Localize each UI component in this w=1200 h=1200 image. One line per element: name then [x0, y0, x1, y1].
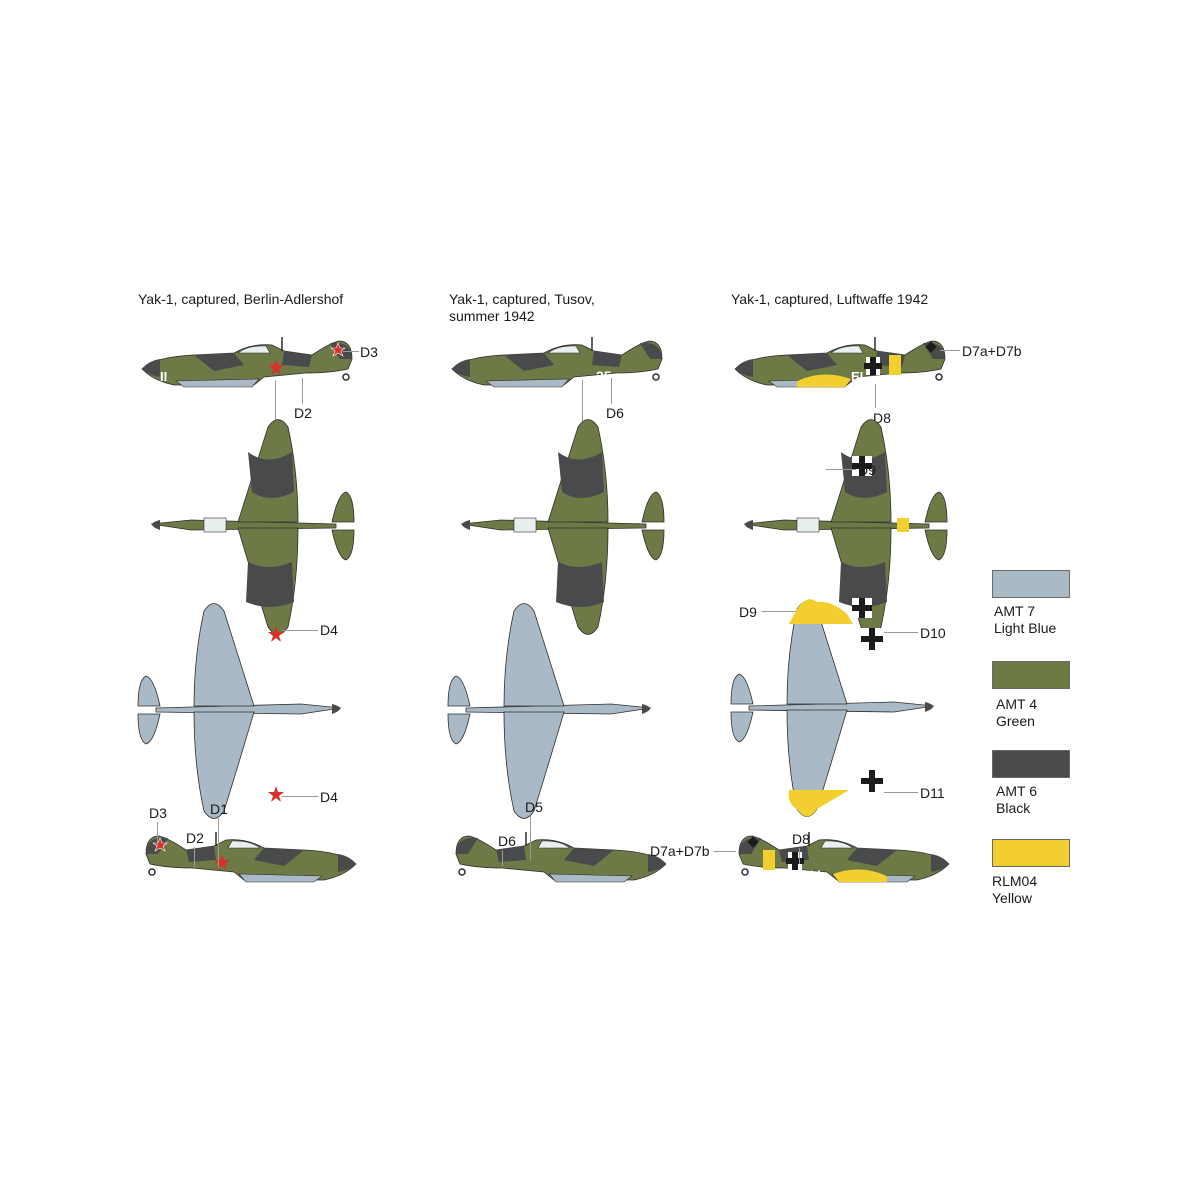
leader-line: [884, 632, 918, 633]
legend-name: Green: [996, 713, 1035, 729]
aircraft-side-profile-3-right: [738, 831, 950, 883]
callout-d9-top: D9: [858, 462, 876, 478]
profile-title-2: Yak-1, captured, Tusov, summer 1942: [449, 291, 595, 324]
red-star-icon: [268, 359, 284, 375]
leader-line: [611, 378, 612, 404]
callout-d7: D7a+D7b: [962, 343, 1022, 359]
color-swatch-green: [992, 661, 1070, 689]
leader-line: [502, 850, 503, 866]
legend-code: AMT 6: [996, 783, 1037, 799]
leader-line: [884, 792, 918, 793]
callout-d8: D8: [873, 410, 891, 426]
profile-title-3: Yak-1, captured, Luftwaffe 1942: [731, 291, 929, 307]
balkenkreuz-icon: [852, 456, 872, 476]
leader-line: [157, 822, 158, 846]
code-marking-2: 25: [596, 368, 612, 384]
callout-d8-bottom: D8: [792, 831, 810, 847]
aircraft-side-profile-1: [141, 336, 353, 388]
color-swatch-light-blue: [992, 570, 1070, 598]
aircraft-side-profile-2-right: [455, 831, 667, 883]
code-marking-3a: EL: [851, 369, 868, 384]
aircraft-underside-view-2: [447, 603, 652, 819]
code-marking-2-right: 25: [497, 868, 513, 884]
aircraft-underside-view-3: [730, 599, 935, 817]
leader-line: [343, 351, 359, 352]
leader-line: [530, 816, 531, 860]
leader-line: [940, 350, 960, 351]
aircraft-top-view-3: [743, 419, 948, 635]
color-swatch-yellow: [992, 839, 1070, 867]
color-swatch-black: [992, 750, 1070, 778]
profile-title-1: Yak-1, captured, Berlin-Adlershof: [138, 291, 344, 307]
leader-line: [275, 380, 276, 430]
callout-d2-bottom: D2: [186, 830, 204, 846]
leader-line: [582, 380, 583, 430]
leader-line: [714, 851, 736, 852]
callout-d9-bottom: D9: [739, 604, 757, 620]
leader-line: [799, 848, 800, 864]
callout-d7-bottom: D7a+D7b: [650, 843, 710, 859]
leader-line: [875, 384, 876, 408]
callout-d1-bottom: D1: [210, 801, 228, 817]
leader-line: [826, 469, 856, 470]
leader-line: [218, 818, 219, 868]
callout-d3-bottom: D3: [149, 805, 167, 821]
red-star-icon: [268, 786, 284, 802]
leader-line: [282, 796, 318, 797]
callout-d4-bottom: D4: [320, 789, 338, 805]
leader-line: [762, 611, 796, 612]
legend-code: RLM04: [992, 873, 1038, 889]
callout-d11: D11: [920, 785, 945, 801]
aircraft-underside-view-1: [137, 603, 342, 819]
code-marking-3b: EL: [774, 868, 790, 882]
balkenkreuz-icon: [852, 598, 872, 618]
legend-code: AMT 7: [994, 603, 1035, 619]
code-marking-1-right: II: [186, 869, 194, 884]
leader-line: [282, 630, 318, 631]
balkenkreuz-icon: [861, 770, 883, 792]
legend-name: Black: [996, 800, 1031, 816]
callout-d2: D2: [294, 405, 312, 421]
red-star-icon: [268, 626, 284, 642]
code-marking-3c: LI: [810, 868, 821, 882]
leader-line: [302, 378, 303, 404]
callout-d6-bottom: D6: [498, 833, 516, 849]
callout-d6: D6: [606, 405, 624, 421]
aircraft-side-profile-1-right: [145, 831, 357, 883]
callout-d10: D10: [920, 625, 946, 641]
legend-name: Light Blue: [994, 620, 1057, 636]
callout-d4-top: D4: [320, 622, 338, 638]
balkenkreuz-icon: [861, 628, 883, 650]
aircraft-top-view-2: [460, 419, 665, 635]
legend-name: Yellow: [992, 890, 1032, 906]
code-marking-1: II: [160, 369, 168, 384]
aircraft-top-view-1: [150, 419, 355, 635]
legend-code: AMT 4: [996, 696, 1037, 712]
aircraft-side-profile-3: [734, 336, 946, 388]
aircraft-side-profile-2: [451, 336, 663, 388]
callout-d3: D3: [360, 344, 378, 360]
callout-d5-bottom: D5: [525, 799, 543, 815]
leader-line: [194, 847, 195, 867]
red-star-icon: [330, 342, 346, 357]
